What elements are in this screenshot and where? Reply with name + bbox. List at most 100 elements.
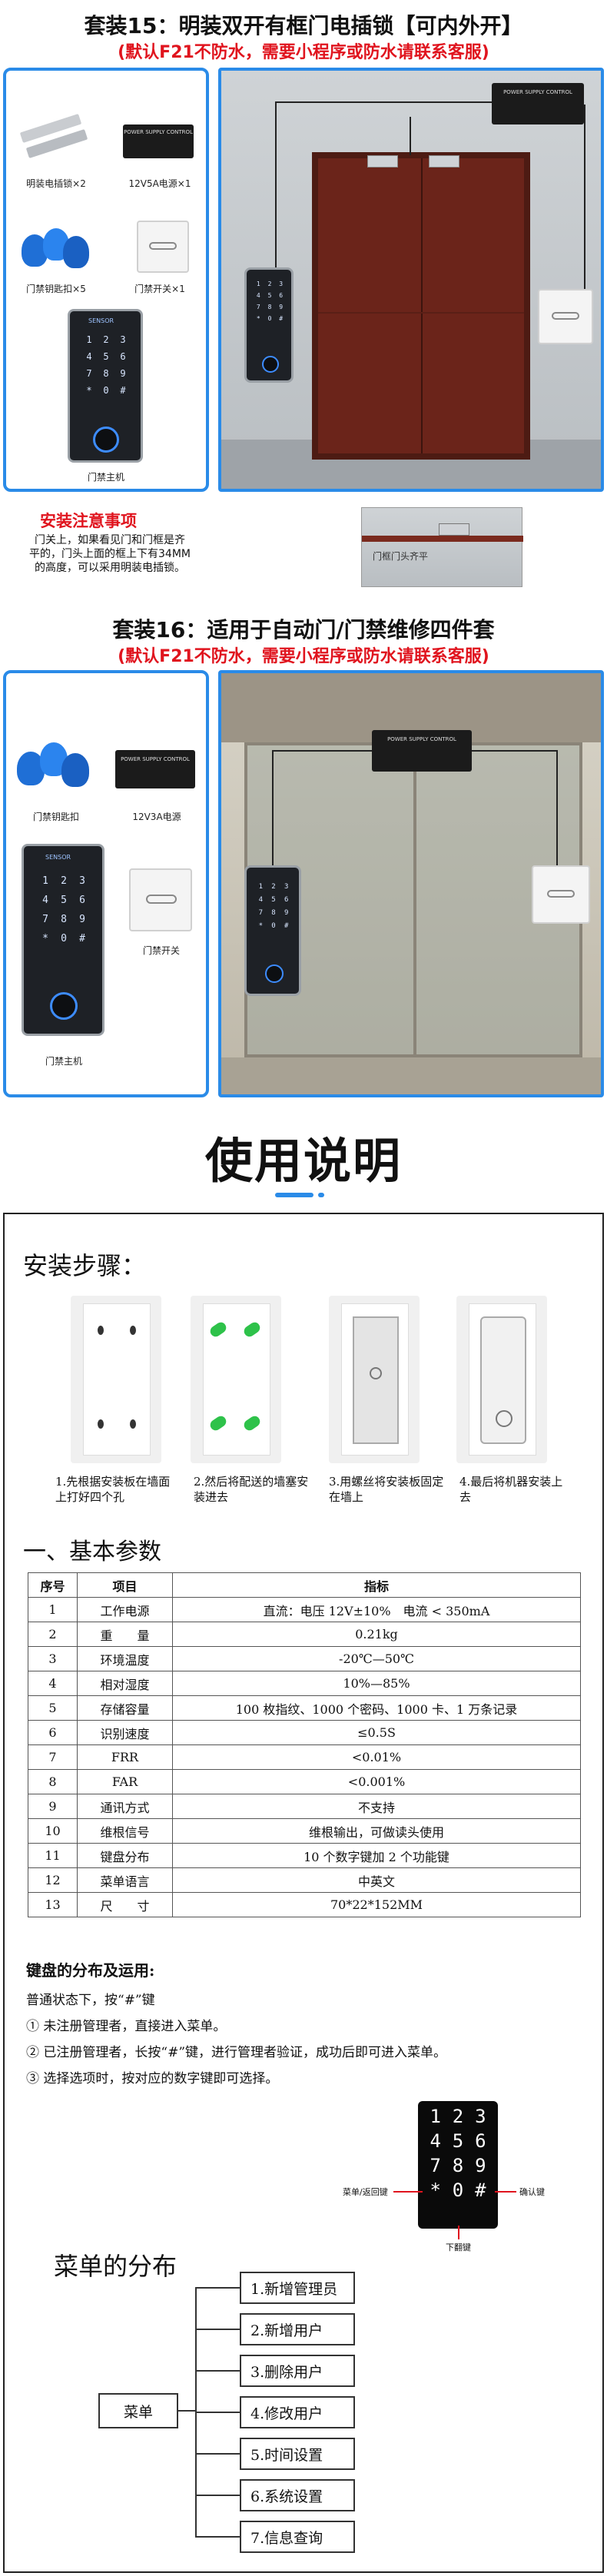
power-supply-image: POWER SUPPLY CONTROL	[492, 83, 584, 124]
step-caption: 4.最后将机器安装上去	[459, 1475, 563, 1504]
power-supply-image: POWER SUPPLY CONTROL	[123, 124, 194, 158]
item-caption: 12V3A电源	[132, 812, 181, 822]
keyboard-title: 键盘的分布及运用:	[26, 1961, 155, 1980]
arrow-right	[495, 2191, 516, 2193]
inset-caption: 门框门头齐平	[373, 551, 429, 562]
fingerprint-sensor-icon	[50, 992, 78, 1020]
install-title: 安装步骤：	[23, 1251, 147, 1280]
bolt-lock-right	[429, 155, 459, 168]
confirm-key-label: 确认键	[519, 2187, 545, 2197]
keyboard-instructions: 普通状态下，按“#”键 ① 未注册管理者，直接进入菜单。 ② 已注册管理者，长按…	[26, 1993, 447, 2086]
step3-image	[329, 1296, 420, 1463]
menu-back-key-label: 菜单/返回键	[343, 2187, 388, 2197]
bolt-lock-left	[367, 155, 398, 168]
kit16-subtitle: (默认F21不防水，需要小程序或防水请联系客服)	[118, 647, 489, 666]
step-caption: 3.用螺丝将安装板固定在墙上	[329, 1475, 444, 1504]
item-caption: 12V5A电源×1	[128, 178, 191, 189]
table-header: 序号	[28, 1572, 78, 1598]
exit-switch-image	[538, 289, 593, 344]
kit15-subtitle: (默认F21不防水，需要小程序或防水请联系客服)	[118, 43, 489, 62]
manual-heading: 使用说明	[204, 1133, 402, 1189]
heading-underline	[275, 1193, 313, 1197]
step4-image	[456, 1296, 547, 1463]
table-header-row: 序号 项目 指标	[28, 1572, 581, 1598]
step1-image	[71, 1296, 161, 1463]
item-caption: 门禁主机	[87, 472, 124, 483]
psu-label: POWER SUPPLY CONTROL	[121, 756, 190, 762]
tree-connector	[178, 2410, 195, 2412]
door-frame-inset-photo: 门框门头齐平	[361, 507, 523, 587]
notice-text: 门关上，如果看见门和门框是齐 平的，门头上面的框上下有34MM 的高度，可以采用…	[29, 534, 191, 574]
fingerprint-sensor-icon	[262, 356, 279, 373]
menu-item: 3.删除用户	[240, 2355, 355, 2387]
menu-item: 6.系统设置	[240, 2479, 355, 2511]
power-supply-image: POWER SUPPLY CONTROL	[115, 750, 195, 788]
manual-frame	[3, 1213, 604, 2573]
psu-label: POWER SUPPLY CONTROL	[503, 89, 572, 95]
item-caption: 门禁开关×1	[134, 284, 185, 294]
double-door	[312, 152, 530, 460]
item-caption: 明装电插锁×2	[26, 178, 86, 189]
step-caption: 1.先根据安装板在墙面上打好四个孔	[55, 1475, 171, 1504]
step2-image	[191, 1296, 281, 1463]
notice-title: 安装注意事项	[40, 512, 137, 530]
menu-root: 菜单	[98, 2393, 178, 2428]
arrow-left	[393, 2191, 423, 2193]
arrow-down	[458, 2226, 459, 2239]
exit-switch-image	[129, 868, 192, 931]
key-fob-image	[22, 228, 91, 274]
table-header: 项目	[77, 1572, 173, 1598]
fingerprint-sensor-icon	[93, 427, 119, 453]
fingerprint-sensor-icon	[265, 964, 284, 983]
menu-item: 5.时间设置	[240, 2438, 355, 2470]
psu-label: POWER SUPPLY CONTROL	[387, 736, 456, 742]
menu-item: 2.新增用户	[240, 2313, 355, 2345]
menu-item: 1.新增管理员	[240, 2272, 355, 2304]
device-brand: SENSOR	[88, 317, 114, 324]
item-caption: 门禁钥匙扣	[32, 812, 79, 822]
table-header: 指标	[172, 1572, 581, 1598]
params-title: 一、基本参数	[23, 1539, 161, 1565]
electric-bolt-lock-image	[19, 109, 89, 163]
menu-item: 7.信息查询	[240, 2521, 355, 2553]
kit16-title: 套装16：适用于自动门/门禁维修四件套	[112, 617, 495, 642]
exit-switch-image	[532, 865, 590, 924]
heading-underline-dot	[318, 1193, 324, 1197]
kit15-items-panel: 明装电插锁×2 POWER SUPPLY CONTROL 12V5A电源×1 门…	[3, 68, 209, 492]
item-caption: 门禁主机	[45, 1056, 82, 1067]
down-key-label: 下翻键	[446, 2242, 471, 2252]
item-caption: 门禁钥匙扣×5	[26, 284, 86, 294]
step-caption: 2.然后将配送的墙塞安装进去	[194, 1475, 309, 1504]
kit15-title: 套装15：明装双开有框门电插锁【可内外开】	[84, 13, 523, 38]
kit16-items-panel: 门禁钥匙扣 POWER SUPPLY CONTROL 12V3A电源 SENSO…	[3, 670, 209, 1097]
menu-item: 4.修改用户	[240, 2396, 355, 2428]
item-caption: 门禁开关	[142, 945, 180, 956]
menu-title: 菜单的分布	[54, 2252, 177, 2281]
exit-switch-image	[137, 221, 189, 273]
power-supply-image: POWER SUPPLY CONTROL	[372, 730, 472, 772]
